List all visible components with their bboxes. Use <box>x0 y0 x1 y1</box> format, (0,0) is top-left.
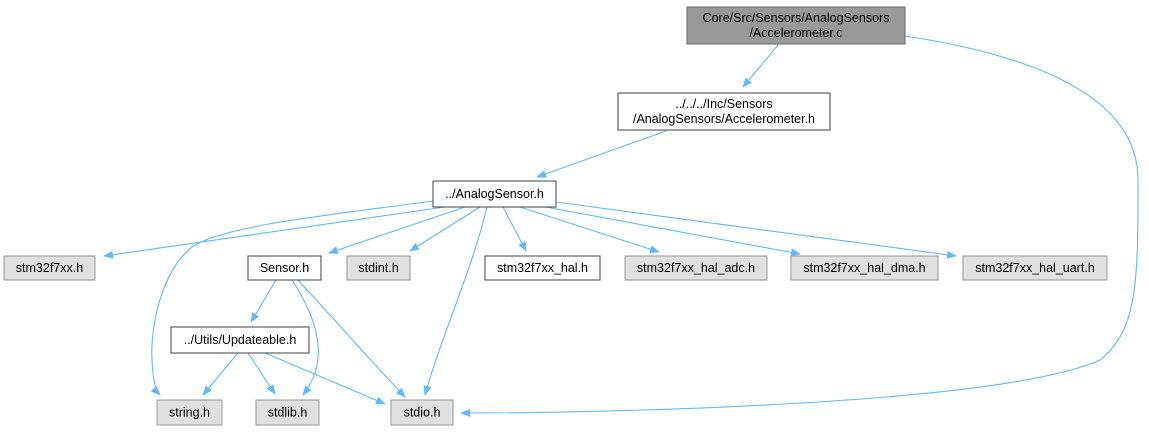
node-label: stm32f7xx_hal_uart.h <box>975 261 1095 275</box>
node-label: stdint.h <box>358 261 398 275</box>
node-label: stm32f7xx_hal_dma.h <box>803 261 925 275</box>
node-label: ../AnalogSensor.h <box>445 187 544 201</box>
edge-analog_sensor_h-to-stm32f7xx_hal_uart_h <box>555 201 957 259</box>
node-box <box>156 399 223 426</box>
node-box <box>432 180 557 208</box>
node-stm32f7xx-h[interactable]: stm32f7xx.h <box>3 255 96 281</box>
edge-analog_sensor_h-to-stm32f7xx_h <box>103 206 446 259</box>
node-box <box>3 255 96 281</box>
node-box <box>617 92 831 131</box>
node-label: stdio.h <box>404 406 441 420</box>
node-stdint-h[interactable]: stdint.h <box>346 255 411 281</box>
node-updateable-h[interactable]: ../Utils/Updateable.h <box>170 326 310 354</box>
node-label: stm32f7xx_hal.h <box>497 261 588 275</box>
nodes-layer: Core/Src/Sensors/AnalogSensors/Accelerom… <box>3 6 1108 426</box>
edges-layer <box>103 35 1139 417</box>
edge-analog_sensor_h-to-sensor_h <box>328 206 466 254</box>
node-label: stm32f7xx.h <box>16 261 83 275</box>
node-label: ../Utils/Updateable.h <box>184 333 297 347</box>
edge-accel_c-to-accel_h <box>742 44 779 88</box>
node-box <box>255 399 320 426</box>
node-stm32f7xx-hal-adc-h[interactable]: stm32f7xx_hal_adc.h <box>624 255 768 281</box>
node-label: string.h <box>169 406 210 420</box>
edge-sensor_h-to-updateable_h <box>250 279 277 323</box>
edge-analog_sensor_h-to-stdint_h <box>409 206 481 252</box>
node-box <box>484 255 601 281</box>
edge-accel_c-to-stdio_h <box>460 35 1139 417</box>
node-accel-h[interactable]: ../../../Inc/Sensors/AnalogSensors/Accel… <box>617 92 831 131</box>
node-stm32f7xx-hal-dma-h[interactable]: stm32f7xx_hal_dma.h <box>790 255 939 281</box>
edge-analog_sensor_h-to-stm32f7xx_hal_h <box>502 206 527 252</box>
node-stm32f7xx-hal-uart-h[interactable]: stm32f7xx_hal_uart.h <box>962 255 1108 281</box>
edge-updateable_h-to-stdio_h <box>264 352 386 405</box>
node-label: stm32f7xx_hal_adc.h <box>637 261 755 275</box>
node-stdlib-h[interactable]: stdlib.h <box>255 399 320 426</box>
node-box <box>390 399 454 426</box>
node-string-h[interactable]: string.h <box>156 399 223 426</box>
node-box <box>624 255 768 281</box>
node-label: /AnalogSensors/Accelerometer.h <box>633 112 815 126</box>
edge-analog_sensor_h-to-string_h <box>150 200 434 396</box>
edge-analog_sensor_h-to-stdio_h <box>423 206 488 396</box>
node-label: Sensor.h <box>260 261 309 275</box>
node-box <box>686 6 906 45</box>
edge-updateable_h-to-string_h <box>202 352 239 396</box>
node-box <box>170 326 310 354</box>
node-stm32f7xx-hal-h[interactable]: stm32f7xx_hal.h <box>484 255 601 281</box>
edge-sensor_h-to-stdio_h <box>297 279 406 398</box>
node-box <box>790 255 939 281</box>
edge-analog_sensor_h-to-stm32f7xx_hal_dma_h <box>539 205 801 257</box>
node-stdio-h[interactable]: stdio.h <box>390 399 454 426</box>
node-label: ../../../Inc/Sensors <box>675 97 772 111</box>
edge-sensor_h-to-stdlib_h <box>291 279 319 396</box>
node-label: stdlib.h <box>268 406 308 420</box>
edge-updateable_h-to-stdlib_h <box>247 352 276 395</box>
node-box <box>962 255 1108 281</box>
edge-accel_h-to-analog_sensor_h <box>536 130 667 178</box>
node-sensor-h[interactable]: Sensor.h <box>247 255 322 281</box>
node-box <box>346 255 411 281</box>
edge-analog_sensor_h-to-stm32f7xx_hal_adc_h <box>519 206 660 254</box>
node-box <box>247 255 322 281</box>
node-label: /Accelerometer.c <box>749 26 842 40</box>
node-analog-sensor-h[interactable]: ../AnalogSensor.h <box>432 180 557 208</box>
node-accel-c[interactable]: Core/Src/Sensors/AnalogSensors/Accelerom… <box>686 6 906 45</box>
node-label: Core/Src/Sensors/AnalogSensors <box>703 11 890 25</box>
